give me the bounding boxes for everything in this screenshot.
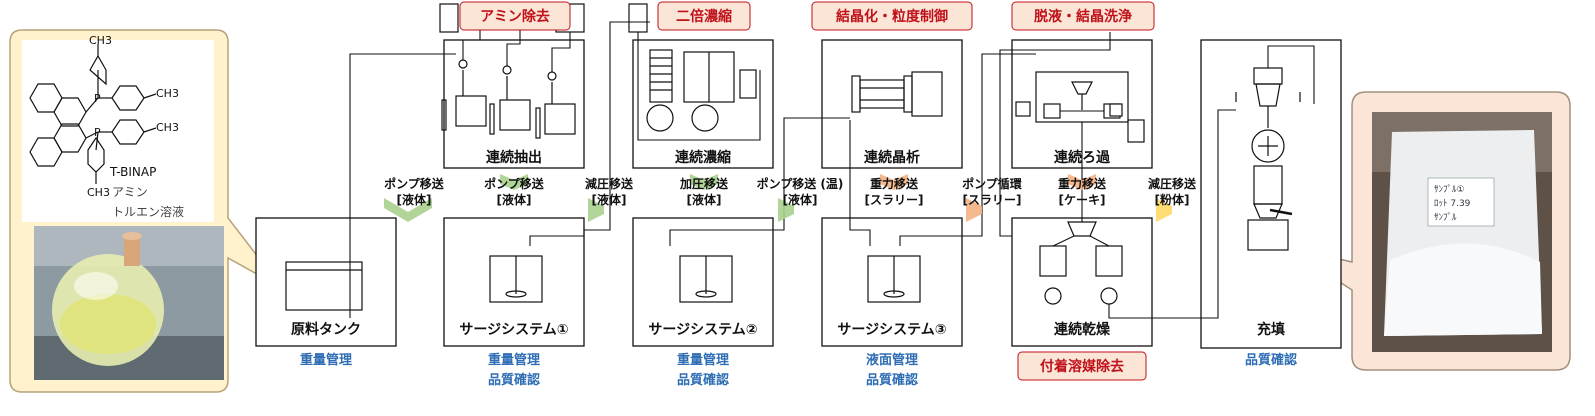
transfer-2-phase: [液体] bbox=[497, 192, 532, 207]
surge2-management-note-2: 品質確認 bbox=[677, 372, 729, 388]
transfer-9-phase: [粉体] bbox=[1155, 192, 1190, 207]
phosphorus-label-2: P bbox=[94, 126, 101, 139]
solvent-label: トルエン溶液 bbox=[112, 204, 184, 219]
drying-label: 連続乾燥 bbox=[1054, 321, 1111, 338]
surge1-management-note-2: 品質確認 bbox=[488, 372, 540, 388]
transfer-arrow-5 bbox=[778, 198, 794, 222]
amine-label: アミン bbox=[112, 185, 148, 199]
double-concentration-tag-text: 二倍濃縮 bbox=[676, 8, 732, 25]
phosphorus-label-1: P bbox=[94, 92, 101, 105]
transfer-1-method: ポンプ移送 bbox=[384, 176, 445, 191]
surge2-label: サージシステム② bbox=[648, 322, 757, 338]
compound-name: T-BINAP bbox=[109, 165, 156, 179]
transfer-7-method: ポンプ循環 bbox=[962, 176, 1023, 191]
crystal-control-tag-text: 結晶化・粒度制御 bbox=[836, 8, 948, 25]
filling-equipment bbox=[1235, 45, 1315, 251]
transfer-arrow-1 bbox=[384, 198, 432, 222]
transfer-3-method: 減圧移送 bbox=[585, 176, 634, 191]
transfer-6-method: 重力移送 bbox=[870, 176, 919, 191]
crystallization-unit-box bbox=[821, 39, 963, 169]
unit-labels: 連続抽出 連続濃縮 連続晶析 連続ろ過 充填 原料タンク サージシステム① サー… bbox=[291, 149, 1285, 338]
transfer-4-method: 加圧移送 bbox=[679, 176, 729, 191]
transfer-8-method: 重力移送 bbox=[1058, 176, 1107, 191]
methyl-label-3: CH3 bbox=[156, 121, 179, 134]
bag-label-line-1: ｻﾝﾌﾟﾙ① bbox=[1434, 184, 1465, 195]
concentration-label: 連続濃縮 bbox=[675, 149, 731, 166]
transfer-arrow-7 bbox=[966, 198, 982, 222]
methyl-label-4: CH3 bbox=[87, 186, 110, 199]
flask-photo bbox=[34, 226, 224, 380]
surge1-box bbox=[443, 217, 585, 347]
dryer-equipment bbox=[1039, 221, 1123, 305]
transfer-arrow-8 bbox=[1068, 174, 1096, 190]
solvent-removal-tag bbox=[1017, 351, 1147, 381]
structure-panel bbox=[22, 40, 214, 222]
filtration-label: 連続ろ過 bbox=[1054, 149, 1111, 166]
bottom-row-units bbox=[255, 217, 1153, 347]
filling-unit-box bbox=[1200, 39, 1342, 349]
transfer-arrow-4 bbox=[690, 174, 718, 190]
amine-removal-tag bbox=[459, 1, 571, 31]
function-tags: アミン除去 二倍濃縮 結晶化・粒度制御 脱液・結晶洗浄 付着溶媒除去 bbox=[459, 1, 1155, 381]
transfer-8-phase: [ケーキ] bbox=[1059, 193, 1106, 207]
transfer-3-phase: [液体] bbox=[592, 192, 627, 207]
methyl-label-2: CH3 bbox=[156, 87, 179, 100]
surge3-box bbox=[821, 217, 963, 347]
t-binap-structure bbox=[29, 44, 157, 184]
transfer-arrow-9 bbox=[1156, 198, 1172, 222]
transfer-labels: ポンプ移送 [液体] ポンプ移送 [液体] 減圧移送 [液体] 加圧移送 [液体… bbox=[384, 176, 1197, 207]
transfer-9-method: 減圧移送 bbox=[1148, 176, 1197, 191]
crystallization-equipment bbox=[851, 71, 943, 117]
bag-label-line-2: ﾛｯﾄ 7.39 bbox=[1434, 199, 1471, 209]
solvent-removal-tag-text: 付着溶媒除去 bbox=[1040, 358, 1124, 375]
deliquoring-tag bbox=[1011, 1, 1155, 31]
feed-callout: CH3 CH3 CH3 CH3 P P T-BINAP アミン トルエン溶液 bbox=[9, 29, 283, 393]
raw-tank-box bbox=[255, 217, 397, 347]
top-row-units bbox=[443, 39, 1342, 349]
surge3-management-note-2: 品質確認 bbox=[866, 372, 918, 388]
transfer-1-phase: [液体] bbox=[397, 192, 432, 207]
extraction-label: 連続抽出 bbox=[486, 149, 542, 166]
transfer-arrow-6 bbox=[880, 174, 908, 190]
transfer-arrows bbox=[384, 174, 1172, 222]
surge1-management-note-1: 重量管理 bbox=[488, 352, 540, 368]
concentration-unit-box bbox=[632, 39, 774, 169]
filling-management-note: 品質確認 bbox=[1245, 352, 1297, 368]
drying-unit-box bbox=[1011, 217, 1153, 347]
surge3-label: サージシステム③ bbox=[837, 322, 946, 338]
raw-tank-label: 原料タンク bbox=[291, 321, 361, 338]
amine-removal-tag-text: アミン除去 bbox=[480, 8, 550, 25]
deliquoring-tag-text: 脱液・結晶洗浄 bbox=[1034, 8, 1132, 25]
surge3-management-note-1: 液面管理 bbox=[866, 352, 918, 368]
surge1-label: サージシステム① bbox=[459, 322, 568, 338]
powder-bag-photo: ｻﾝﾌﾟﾙ① ﾛｯﾄ 7.39 ｻﾝﾌﾟﾙ bbox=[1372, 112, 1552, 352]
transfer-5-phase: [液体] bbox=[783, 192, 818, 207]
raw-management-note: 重量管理 bbox=[300, 352, 352, 368]
crystallization-label: 連続晶析 bbox=[864, 149, 920, 166]
transfer-6-phase: [スラリー] bbox=[865, 193, 924, 207]
transfer-5-method: ポンプ移送 (温) bbox=[757, 176, 844, 191]
management-notes: 重量管理 重量管理 品質確認 重量管理 品質確認 液面管理 品質確認 品質確認 bbox=[300, 352, 1297, 388]
product-callout: ｻﾝﾌﾟﾙ① ﾛｯﾄ 7.39 ｻﾝﾌﾟﾙ bbox=[1283, 91, 1571, 371]
surge2-box bbox=[632, 217, 774, 347]
transfer-7-phase: [スラリー] bbox=[963, 193, 1022, 207]
transfer-4-phase: [液体] bbox=[687, 192, 722, 207]
double-concentration-tag bbox=[657, 1, 751, 31]
surge2-management-note-1: 重量管理 bbox=[677, 352, 729, 368]
filling-label: 充填 bbox=[1257, 321, 1285, 338]
transfer-arrow-2 bbox=[500, 174, 528, 190]
transfer-2-method: ポンプ移送 bbox=[484, 176, 545, 191]
tank-drawings bbox=[285, 255, 921, 311]
filtration-equipment bbox=[1015, 71, 1145, 143]
crystal-control-tag bbox=[811, 1, 973, 31]
bag-label-line-3: ｻﾝﾌﾟﾙ bbox=[1434, 212, 1457, 223]
transfer-arrow-3 bbox=[588, 198, 604, 222]
transfer-pipes bbox=[349, 21, 1236, 319]
methyl-label-1: CH3 bbox=[89, 34, 112, 47]
concentration-equipment bbox=[628, 3, 761, 141]
